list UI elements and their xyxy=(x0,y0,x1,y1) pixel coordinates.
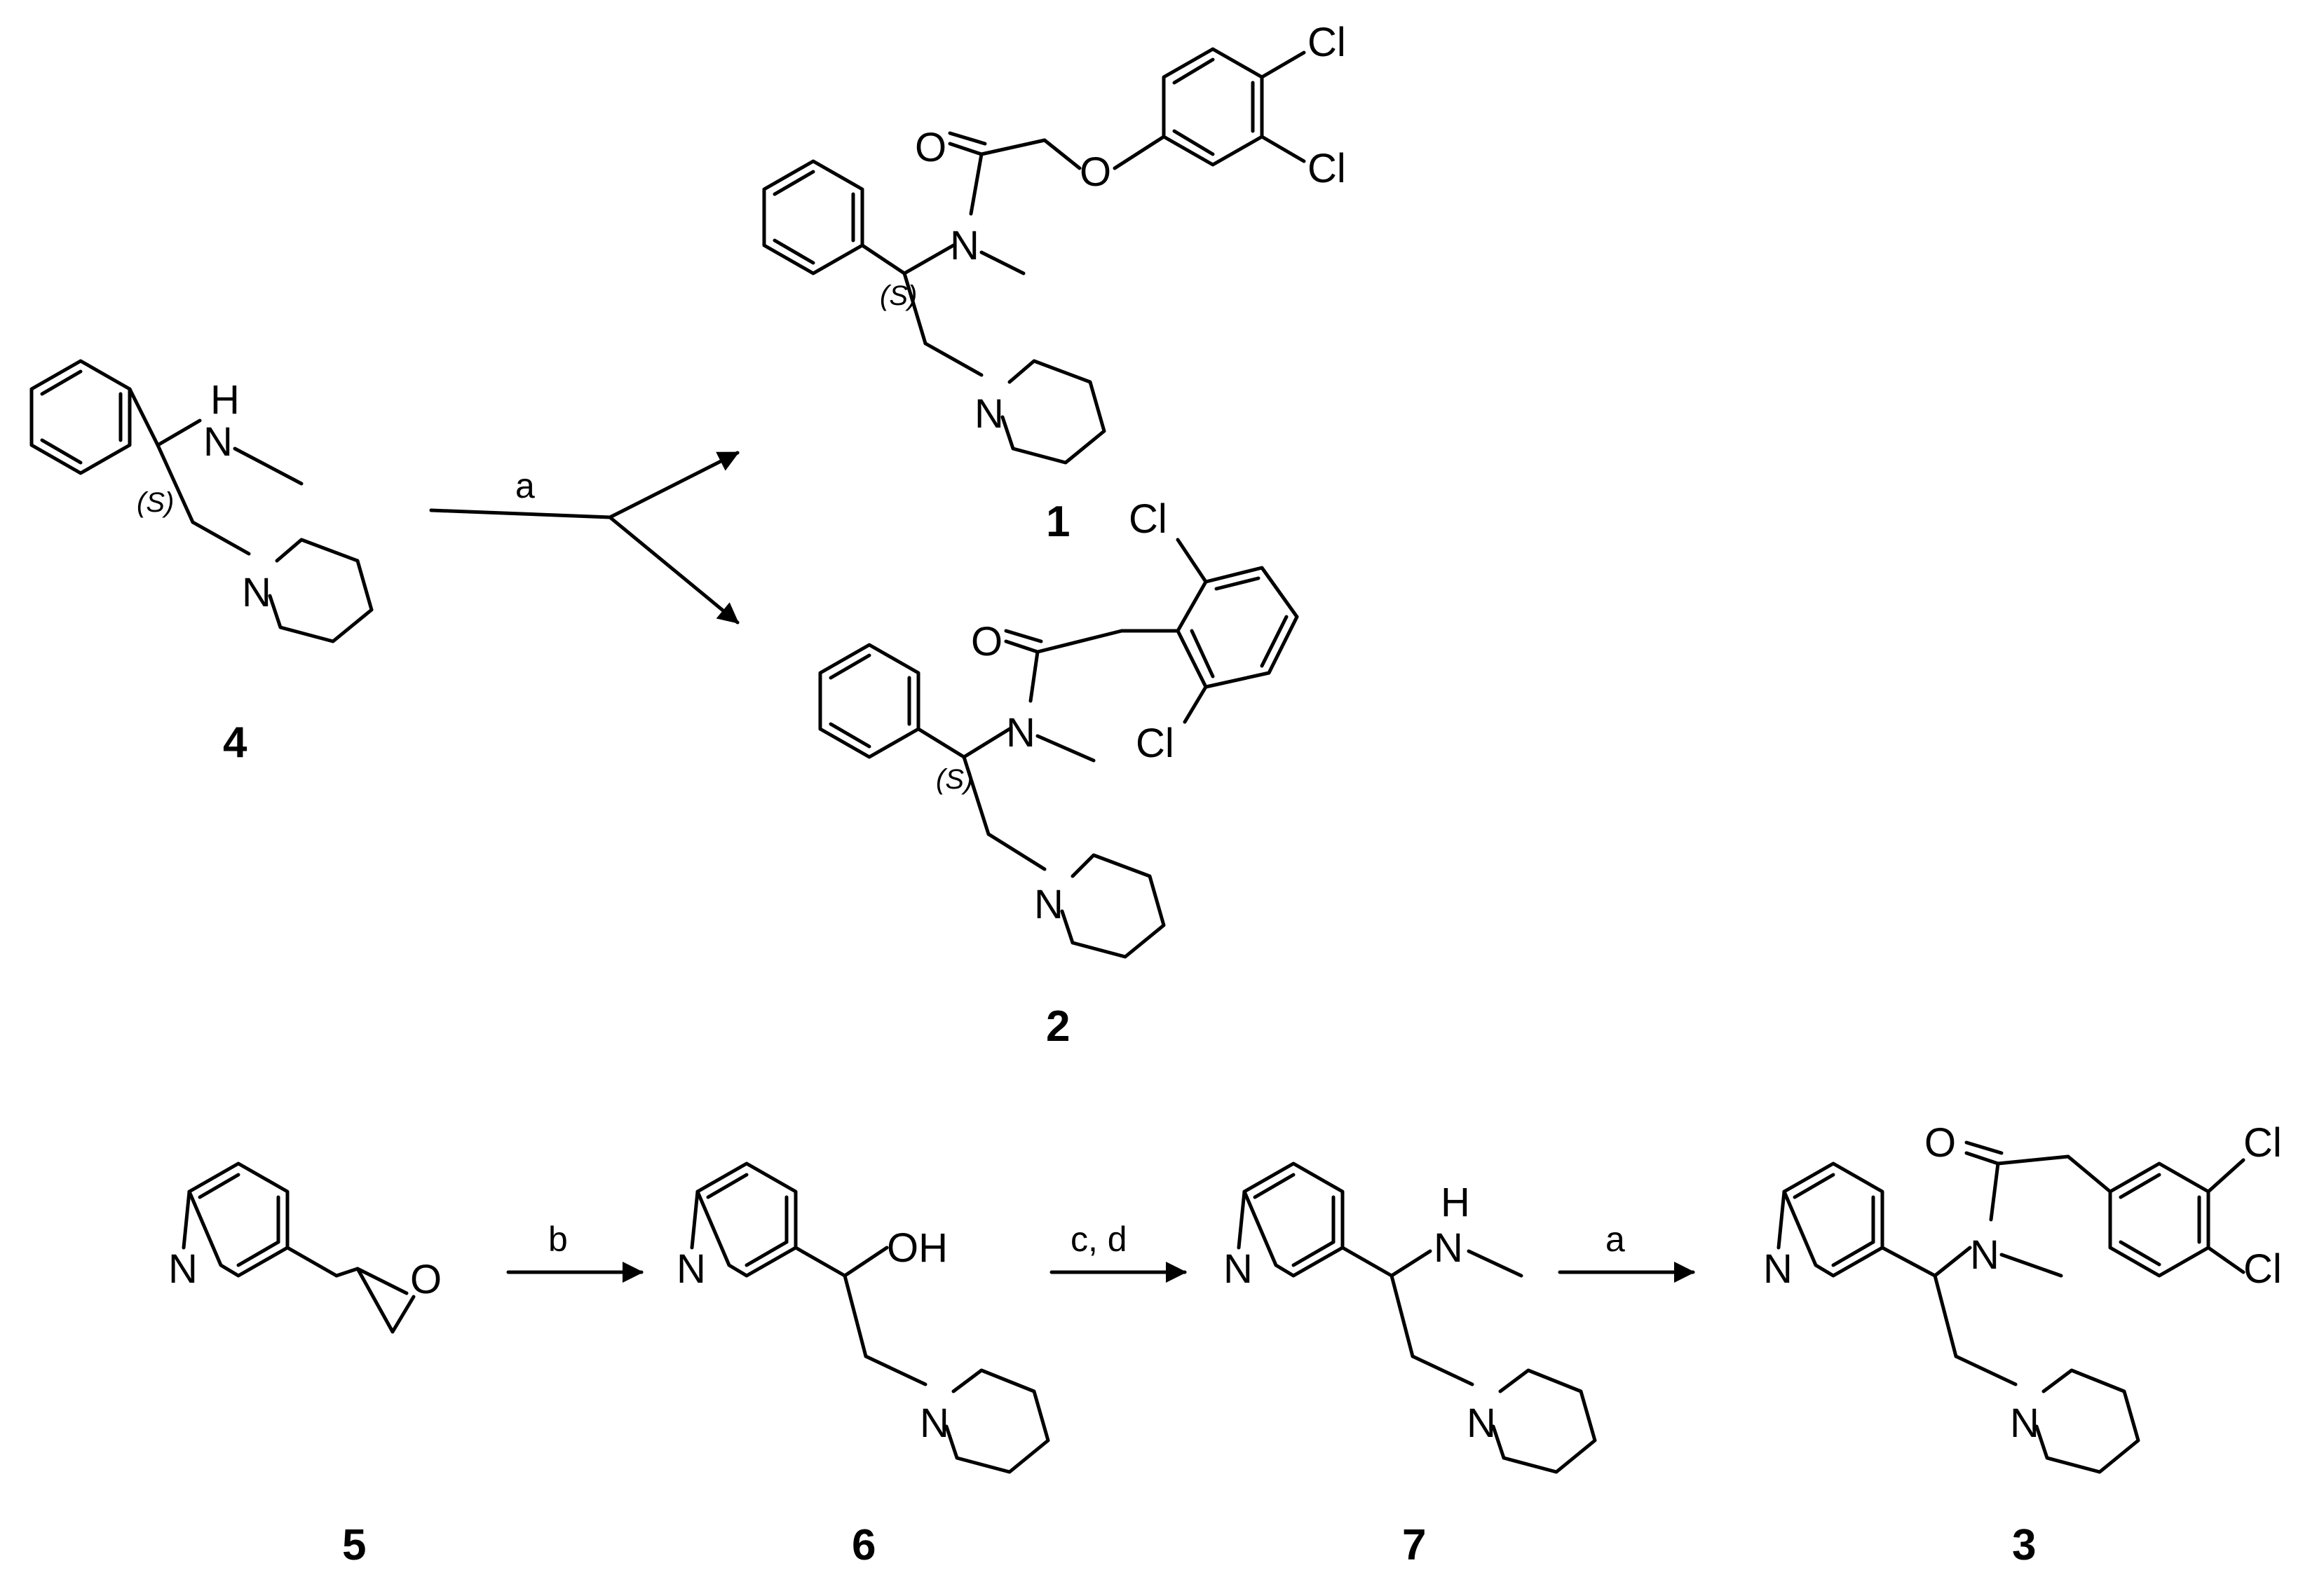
reagent-label-a: a xyxy=(1605,1220,1625,1259)
compound-1-structure: O O N (S) N Cl Cl xyxy=(762,20,1346,465)
atom-n: N xyxy=(1006,710,1035,756)
atom-n: N xyxy=(1034,882,1064,927)
atom-cl: Cl xyxy=(1307,20,1346,65)
atom-cl: Cl xyxy=(2243,1246,2282,1292)
atom-n: N xyxy=(1467,1400,1496,1446)
atom-o: O xyxy=(1080,149,1111,195)
compound-5-structure: N O xyxy=(168,1161,442,1334)
atom-n: N xyxy=(677,1246,706,1292)
compound-number-4: 4 xyxy=(223,718,247,767)
compound-4-structure: N H (S) N xyxy=(29,359,374,643)
atom-oh: OH xyxy=(887,1225,948,1271)
atom-h: H xyxy=(210,377,240,423)
atom-h: H xyxy=(1441,1180,1470,1225)
atom-o: O xyxy=(410,1257,442,1302)
atom-n: N xyxy=(950,223,979,268)
compound-number-1: 1 xyxy=(1046,498,1070,546)
stereo-label-s: (S) xyxy=(137,487,174,518)
compound-number-6: 6 xyxy=(852,1521,876,1569)
branching-arrow-a: a xyxy=(429,451,740,625)
stereo-label-s: (S) xyxy=(880,280,917,311)
atom-n: N xyxy=(974,391,1004,437)
compound-number-7: 7 xyxy=(1402,1521,1426,1569)
compound-number-3: 3 xyxy=(2012,1521,2036,1569)
atom-n: N xyxy=(242,570,271,615)
atom-n: N xyxy=(1223,1246,1253,1292)
compound-7-structure: N N H N xyxy=(1223,1161,1597,1474)
atom-n: N xyxy=(203,419,233,465)
atom-n: N xyxy=(1970,1232,1999,1278)
compound-3-structure: N O N N Cl Cl xyxy=(1763,1120,2282,1474)
atom-o: O xyxy=(1924,1120,1956,1166)
atom-n: N xyxy=(1434,1225,1463,1271)
stereo-label-s: (S) xyxy=(936,764,973,795)
compound-2-structure: O N (S) N Cl Cl xyxy=(818,496,1299,959)
atom-o: O xyxy=(915,125,946,170)
atom-cl: Cl xyxy=(1136,721,1174,766)
compound-6-structure: N OH N xyxy=(677,1161,1050,1474)
atom-cl: Cl xyxy=(1307,146,1346,191)
atom-n: N xyxy=(1763,1246,1793,1292)
reagent-label-cd: c, d xyxy=(1071,1220,1127,1259)
reagent-label-b: b xyxy=(548,1220,568,1259)
compound-number-5: 5 xyxy=(342,1521,366,1569)
atom-n: N xyxy=(920,1400,949,1446)
compound-number-2: 2 xyxy=(1046,1002,1070,1051)
atom-n: N xyxy=(168,1246,198,1292)
atom-cl: Cl xyxy=(2243,1120,2282,1166)
reagent-label-a: a xyxy=(515,466,535,505)
atom-o: O xyxy=(971,619,1003,664)
atom-cl: Cl xyxy=(1129,496,1167,542)
atom-n: N xyxy=(2010,1400,2039,1446)
